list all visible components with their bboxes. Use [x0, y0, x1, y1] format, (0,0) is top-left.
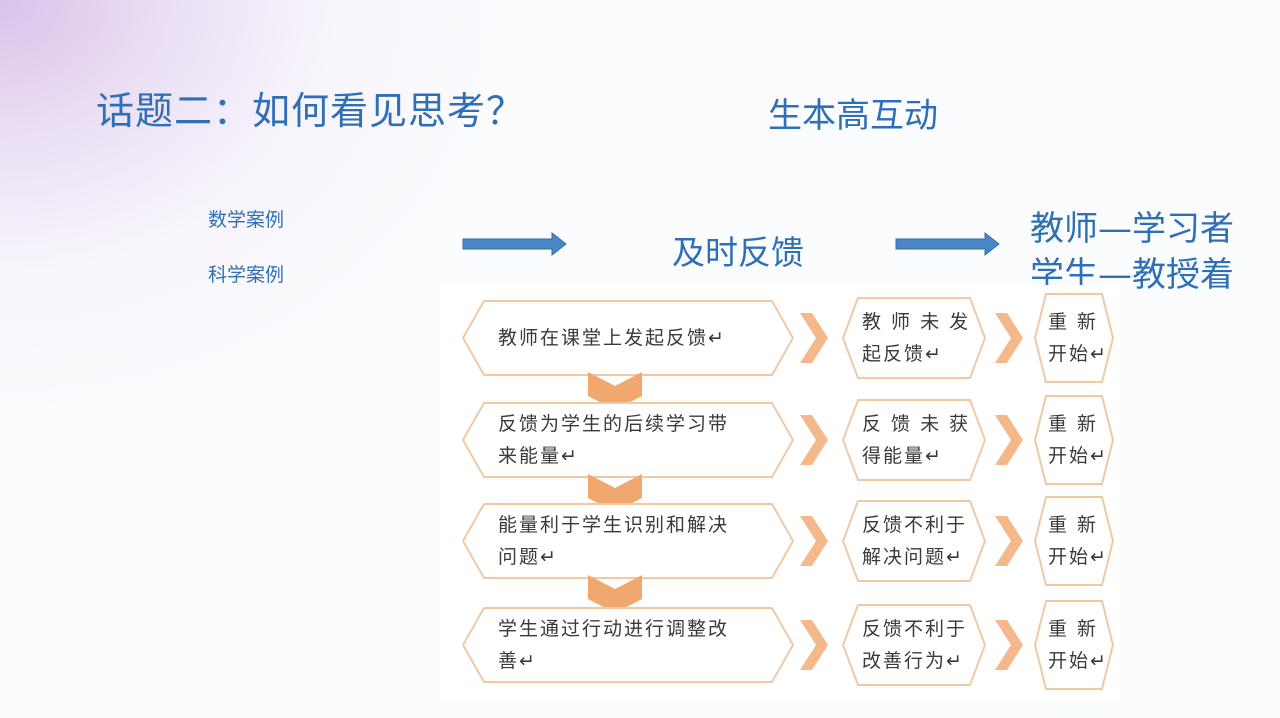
chevron-down-icon [588, 575, 642, 613]
feedback-flow-diagram: 教师在课堂上发起反馈↵教 师 未 发起反馈↵重 新开始↵反馈为学生的后续学习带来… [440, 285, 1120, 700]
step-box-text: 能量利于学生识别和解决 [498, 514, 730, 536]
chevron-right-icon [800, 313, 828, 363]
failure-box-text: 得能量↵ [862, 445, 943, 467]
failure-box: 教 师 未 发起反馈↵ [842, 297, 986, 379]
step-box-text: 来能量↵ [498, 445, 579, 467]
chevron-right-icon [995, 516, 1023, 566]
failure-box-text: 教 师 未 发 [862, 311, 971, 333]
restart-box-text: 开始↵ [1048, 343, 1108, 365]
chevron-right-icon [800, 620, 828, 670]
restart-box-text: 开始↵ [1048, 445, 1108, 467]
right-arrow-icon [895, 232, 1000, 256]
chevron-right-icon [995, 313, 1023, 363]
timely-feedback-label: 及时反馈 [672, 233, 804, 272]
restart-box-text: 重 新 [1048, 618, 1099, 640]
failure-box-text: 起反馈↵ [862, 343, 943, 365]
chevron-down-icon [588, 474, 642, 512]
chevron-right-icon [995, 620, 1023, 670]
step-box: 反馈为学生的后续学习带来能量↵ [462, 402, 794, 478]
failure-box-text: 反馈不利于 [862, 618, 968, 640]
right-arrow-icon [462, 232, 567, 256]
step-box-text: 教师在课堂上发起反馈↵ [498, 327, 726, 349]
step-box-text: 反馈为学生的后续学习带 [498, 413, 730, 435]
restart-box: 重 新开始↵ [1034, 496, 1114, 586]
restart-box: 重 新开始↵ [1034, 600, 1114, 690]
teacher-learner-line: 教师—学习者 [1030, 209, 1234, 249]
roles-text: 教师—学习者 学生—教授着 [1030, 206, 1234, 298]
step-box-text: 学生通过行动进行调整改 [498, 618, 730, 640]
restart-box-text: 开始↵ [1048, 650, 1108, 672]
failure-box-text: 改善行为↵ [862, 650, 964, 672]
chevron-right-icon [995, 415, 1023, 465]
restart-box: 重 新开始↵ [1034, 293, 1114, 383]
math-case-label: 数学案例 [208, 209, 285, 231]
step-box: 学生通过行动进行调整改善↵ [462, 607, 794, 683]
failure-box: 反馈不利于改善行为↵ [842, 604, 986, 686]
restart-box-text: 重 新 [1048, 514, 1099, 536]
chevron-right-icon [800, 415, 828, 465]
step-box: 教师在课堂上发起反馈↵ [462, 300, 794, 376]
step-box-text: 问题↵ [498, 546, 558, 568]
chevron-right-icon [800, 516, 828, 566]
failure-box-text: 反 馈 未 获 [862, 413, 971, 435]
slide-title: 话题二：如何看见思考？ [96, 89, 526, 133]
step-box-text: 善↵ [498, 650, 537, 672]
restart-box-text: 重 新 [1048, 413, 1099, 435]
science-case-label: 科学案例 [208, 264, 285, 286]
restart-box-text: 开始↵ [1048, 546, 1108, 568]
step-box: 能量利于学生识别和解决问题↵ [462, 503, 794, 579]
restart-box-text: 重 新 [1048, 311, 1099, 333]
failure-box-text: 反馈不利于 [862, 514, 968, 536]
slide-subtitle: 生本高互动 [768, 96, 938, 136]
restart-box: 重 新开始↵ [1034, 395, 1114, 485]
failure-box-text: 解决问题↵ [862, 546, 964, 568]
failure-box: 反 馈 未 获得能量↵ [842, 399, 986, 481]
failure-box: 反馈不利于解决问题↵ [842, 500, 986, 582]
chevron-down-icon [588, 372, 642, 410]
